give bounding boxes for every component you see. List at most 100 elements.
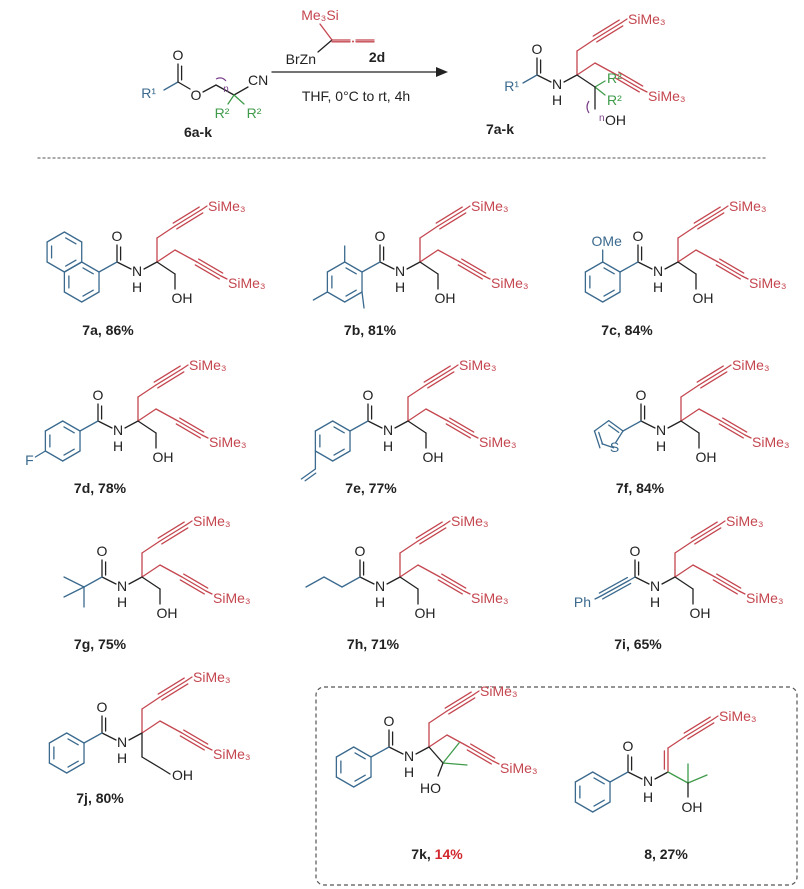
bond — [463, 205, 471, 211]
triple-bond — [448, 697, 476, 715]
amide-bond — [536, 74, 552, 83]
hydrogen-label: H — [383, 438, 393, 454]
ring-bond — [574, 771, 594, 783]
bond — [370, 746, 390, 758]
triple-bond — [427, 371, 455, 389]
bond — [141, 540, 161, 554]
bond — [576, 62, 596, 76]
bond — [202, 84, 217, 93]
bond — [163, 81, 179, 91]
bond — [386, 576, 401, 585]
trimethylsilyl-label: SiMe₃ — [719, 708, 757, 724]
hydroxyl-label: OH — [157, 605, 178, 621]
amide-bond — [367, 420, 383, 429]
bond — [227, 94, 235, 105]
methyl-bond — [442, 742, 460, 764]
hydroxyl-label: OH — [153, 449, 174, 465]
oxygen-label: O — [173, 47, 184, 63]
amide-bond — [388, 746, 404, 755]
trimethylsilyl-label: SiMe₃ — [500, 760, 538, 776]
triple-bond — [183, 573, 209, 589]
triple-bond — [470, 743, 496, 759]
bond — [98, 261, 118, 273]
trimethylsilyl-label: SiMe₃ — [628, 11, 666, 27]
hydrogen-label: H — [404, 764, 414, 780]
triple-bond — [594, 22, 622, 40]
triple-bond — [161, 683, 189, 701]
bond — [233, 94, 245, 105]
trimethylsilyl-label: SiMe₃ — [732, 357, 770, 373]
bond — [361, 261, 381, 273]
trimethylsilyl-label: SiMe₃ — [752, 434, 790, 450]
compound-label: 7f, 84% — [616, 480, 665, 496]
amide-bond — [637, 261, 653, 270]
r2-label: R² — [607, 92, 622, 108]
compound-label: 7i, 65% — [614, 636, 662, 652]
ring-bond — [63, 291, 83, 303]
bond — [446, 734, 470, 748]
triple-bond — [444, 691, 472, 709]
triple-bond — [174, 209, 202, 227]
bond — [156, 261, 176, 275]
bond — [674, 576, 694, 590]
bond — [594, 62, 618, 76]
bond — [563, 74, 578, 83]
triple-bond — [714, 576, 740, 592]
r1-label: R¹ — [504, 78, 519, 94]
label-separator: , — [427, 846, 435, 862]
bond — [451, 364, 459, 370]
hydrogen-label: H — [552, 92, 562, 108]
triple-bond — [592, 19, 620, 37]
ring-double-bond — [603, 289, 615, 297]
triple-bond — [177, 420, 203, 436]
amide-bond — [101, 732, 117, 741]
ring-double-bond — [82, 267, 94, 275]
ring-bond — [48, 762, 68, 774]
nitrogen-label: N — [113, 422, 123, 438]
bond — [594, 595, 602, 600]
ring-bond — [332, 450, 351, 462]
triple-bond — [722, 417, 748, 433]
ring-double-bond — [65, 237, 77, 245]
triple-bond — [449, 417, 475, 433]
ring-bond — [63, 261, 83, 273]
triple-bond — [694, 527, 722, 545]
triple-bond — [715, 264, 741, 280]
methoxy-label: OMe — [592, 233, 623, 249]
triple-bond — [181, 732, 207, 748]
bond — [124, 420, 139, 429]
compound-label: 7d, 78% — [74, 480, 127, 496]
bond — [619, 261, 639, 273]
triple-bond — [176, 212, 204, 230]
bond — [437, 762, 444, 777]
vinyl-double-bond — [304, 472, 317, 482]
bond — [698, 408, 722, 422]
triple-bond — [425, 368, 453, 386]
bond — [305, 576, 325, 588]
bond — [620, 18, 628, 24]
triple-bond — [439, 576, 465, 592]
bond — [695, 249, 719, 263]
trimethylsilyl-label: SiMe₃ — [749, 275, 787, 291]
trimethylsilyl-label: SiMe₃ — [451, 513, 489, 529]
triple-bond — [196, 261, 222, 277]
ring-bond — [326, 261, 346, 273]
repeat-bracket — [215, 77, 227, 82]
label-separator: , — [88, 790, 96, 806]
bond — [721, 205, 729, 211]
vinyl-double-bond — [300, 468, 317, 480]
compound-label: 7h, 71% — [347, 636, 400, 652]
bond — [156, 225, 176, 239]
trimethylsilyl-label: SiMe₃ — [726, 513, 764, 529]
triple-bond — [157, 521, 185, 539]
nitrogen-label: N — [383, 422, 393, 438]
ring-double-bond — [345, 289, 357, 297]
triple-bond — [437, 209, 465, 227]
ring-bond — [574, 801, 594, 813]
methyl-bond — [63, 576, 85, 588]
bond — [215, 84, 235, 96]
label-separator: , — [90, 636, 98, 652]
bond — [156, 249, 176, 263]
ring-bond — [593, 430, 601, 449]
ring-double-bond — [333, 426, 345, 434]
